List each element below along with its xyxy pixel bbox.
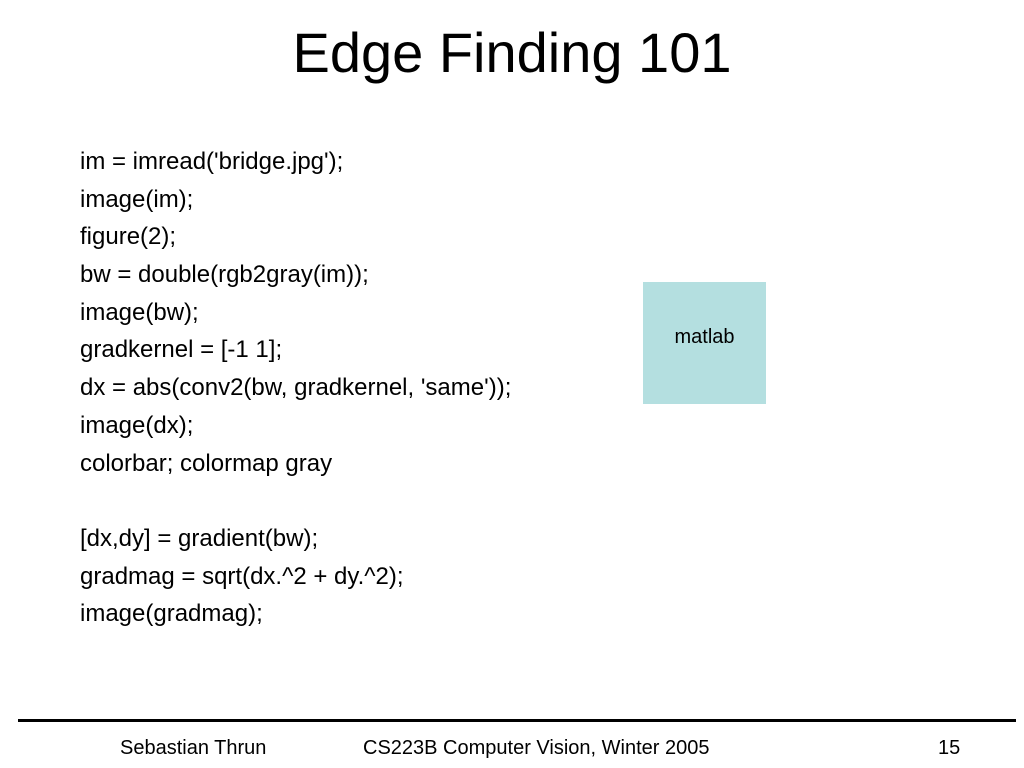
matlab-callout-label: matlab: [674, 325, 735, 348]
code-line: gradmag = sqrt(dx.^2 + dy.^2);: [80, 562, 404, 590]
page-number: 15: [938, 737, 961, 759]
footer-divider: [18, 719, 1016, 722]
code-line: gradkernel = [-1 1];: [80, 336, 283, 364]
code-line: [dx,dy] = gradient(bw);: [80, 524, 319, 552]
slide-title: Edge Finding 101: [292, 21, 732, 84]
matlab-callout-box: matlab: [643, 282, 766, 404]
code-line: image(bw);: [80, 298, 199, 326]
code-line: im = imread('bridge.jpg');: [80, 148, 344, 175]
code-line-blank: [80, 482, 511, 520]
code-line: image(gradmag);: [80, 600, 263, 628]
footer-author: Sebastian Thrun: [120, 737, 267, 759]
code-line: dx = abs(conv2(bw, gradkernel, 'same'));: [80, 374, 512, 402]
code-line: figure(2);: [80, 223, 177, 251]
code-block: im = imread('bridge.jpg'); image(im); fi…: [80, 143, 511, 633]
code-line: bw = double(rgb2gray(im));: [80, 261, 369, 289]
code-line: image(im);: [80, 185, 194, 213]
footer-course: CS223B Computer Vision, Winter 2005: [363, 737, 710, 759]
code-line: colorbar; colormap gray: [80, 449, 333, 477]
code-line: image(dx);: [80, 411, 194, 439]
